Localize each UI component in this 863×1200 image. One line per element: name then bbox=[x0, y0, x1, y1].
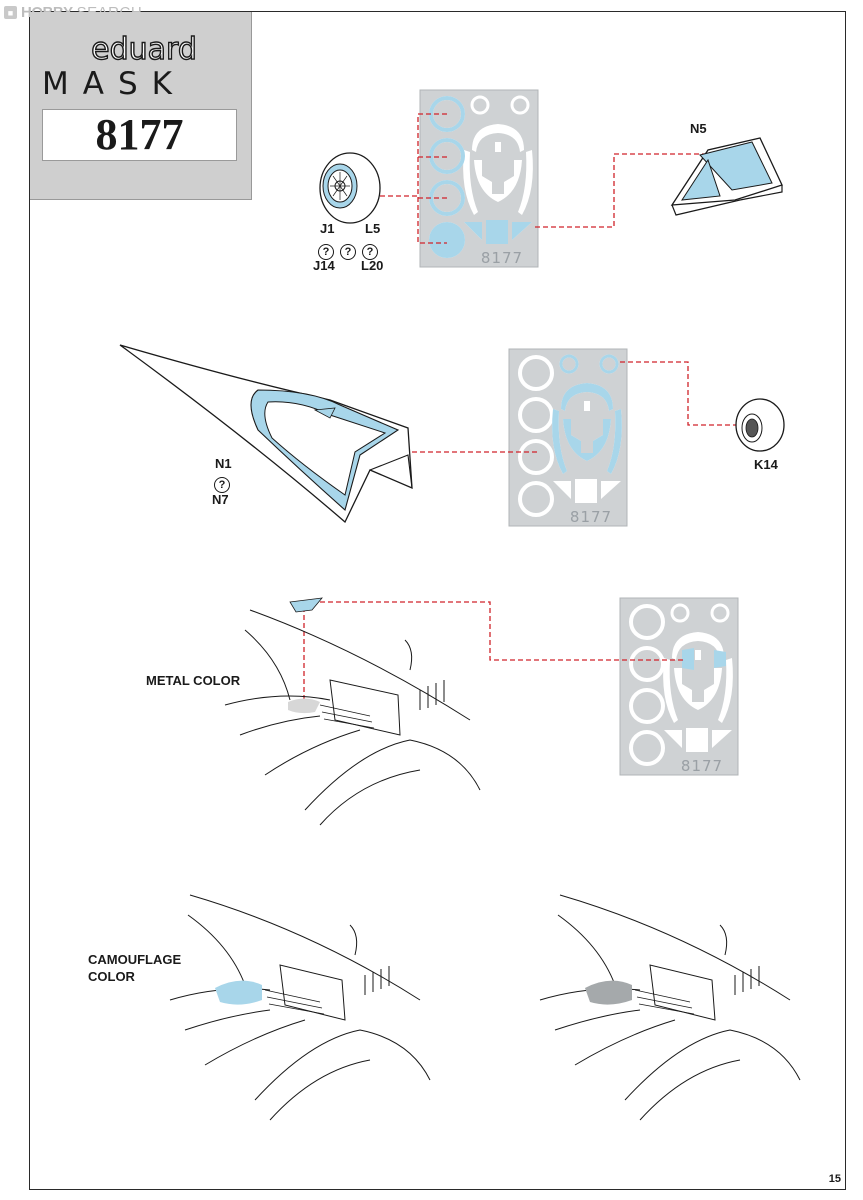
label-n5: N5 bbox=[690, 121, 707, 136]
mask-sheet-top: 8177 bbox=[418, 88, 540, 269]
label-n1: N1 bbox=[215, 456, 232, 471]
page-number: 15 bbox=[828, 1173, 841, 1185]
alternative-icon-j14: ? bbox=[318, 244, 334, 260]
mask-wordmark: MASK bbox=[42, 66, 186, 102]
label-j14: J14 bbox=[313, 258, 335, 273]
brand-logo-panel: eduard MASK 8177 bbox=[30, 12, 252, 200]
caption-camouflage-line1: CAMOUFLAGE bbox=[88, 952, 182, 967]
mask-sheet-middle: 8177 bbox=[507, 347, 629, 528]
page-frame bbox=[29, 11, 846, 1190]
alternative-icon-l20: ? bbox=[362, 244, 378, 260]
label-k14: K14 bbox=[754, 457, 778, 472]
eduard-logo: eduard bbox=[90, 34, 197, 66]
caption-camouflage-line2: COLOR bbox=[88, 969, 135, 984]
sheet-code-lower: 8177 bbox=[681, 757, 723, 775]
sheet-code-middle: 8177 bbox=[570, 508, 612, 526]
sheet-code-top: 8177 bbox=[481, 249, 523, 267]
main-wheel-illustration bbox=[319, 152, 381, 224]
label-l5: L5 bbox=[365, 221, 381, 236]
product-code: 8177 bbox=[42, 109, 237, 161]
panel-n5-illustration bbox=[670, 137, 783, 216]
eduard-wordmark: eduard bbox=[91, 34, 197, 66]
nose-wheel-illustration bbox=[735, 398, 785, 452]
alternative-icon-mid: ? bbox=[340, 244, 356, 260]
caption-metal-color: METAL COLOR bbox=[146, 673, 241, 688]
fuselage-metal-illustration bbox=[224, 597, 481, 826]
canopy-n1-illustration bbox=[119, 344, 413, 524]
alternative-icon-n7: ? bbox=[214, 477, 230, 493]
watermark-icon: ■ bbox=[4, 6, 17, 19]
label-l20: L20 bbox=[361, 258, 384, 273]
label-n7: N7 bbox=[212, 492, 229, 507]
leader-lines bbox=[303, 113, 745, 700]
mask-sheet-lower: 8177 bbox=[618, 596, 740, 777]
label-j1: J1 bbox=[320, 221, 335, 236]
fuselage-camo-left-illustration bbox=[169, 894, 431, 1121]
fuselage-camo-right-illustration bbox=[539, 894, 801, 1121]
